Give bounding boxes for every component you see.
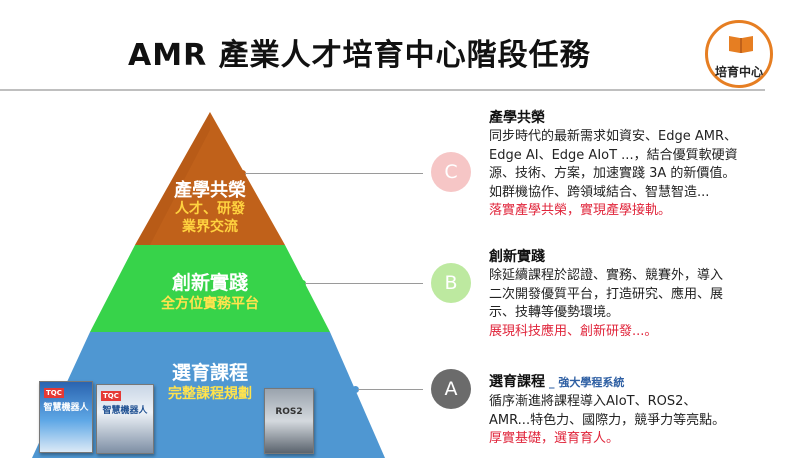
book-icon	[729, 36, 753, 53]
section-b: 創新實踐 除延續課程於認證、實務、競賽外，導入 二次開發優質平台，打造研究、應用…	[489, 247, 789, 341]
page-title: AMR 產業人才培育中心階段任務	[128, 38, 591, 73]
section-a-subtag: _ 強大學程系統	[549, 376, 625, 389]
section-c-line: 同步時代的最新需求如資安、Edge AMR、	[489, 129, 737, 144]
book-title: ROS2	[275, 407, 303, 417]
section-a-title-row: 選育課程 _ 強大學程系統	[489, 372, 789, 393]
textbook-cover: TQC 智慧機器人	[96, 384, 154, 454]
connector-dot-c	[239, 170, 246, 177]
marker-c: C	[431, 152, 471, 192]
book-title: 智慧機器人	[43, 403, 89, 413]
tier-b-title: 創新實踐	[171, 272, 248, 294]
badge-label: 培育中心	[714, 65, 763, 79]
tier-c-subtitle-1: 人才、研發	[175, 201, 245, 217]
tier-b-subtitle: 全方位實務平台	[161, 296, 259, 312]
tier-a-subtitle: 完整課程規劃	[168, 386, 252, 402]
title-divider-left	[0, 89, 40, 91]
section-c-line: 如群機協作、跨領域結合、智慧智造...	[489, 184, 710, 200]
title-bar: AMR 產業人才培育中心階段任務	[0, 0, 805, 92]
title-divider	[40, 89, 765, 91]
section-b-line: 二次開發優質平台，打造研究、應用、展	[489, 286, 724, 302]
book-title: 智慧機器人	[102, 406, 148, 416]
section-b-line: 除延續課程於認證、實務、競賽外，導入	[489, 268, 724, 283]
pyramid-tier-c	[135, 112, 285, 245]
section-b-line: 示、技轉等優勢環境。	[489, 305, 620, 320]
tier-c-title: 產學共榮	[174, 180, 246, 201]
marker-b: B	[431, 263, 471, 303]
section-a-line: 循序漸進將課程導入AIoT、ROS2、	[489, 394, 697, 409]
section-c-title: 產學共榮	[489, 110, 545, 126]
pyramid-tier-b	[90, 245, 330, 332]
connector-dot-a	[352, 386, 359, 393]
section-c: 產學共榮 同步時代的最新需求如資安、Edge AMR、 Edge AI、Edge…	[489, 108, 789, 221]
connector-line-c	[245, 173, 423, 174]
textbook-cover: ROS2	[264, 388, 314, 454]
section-c-accent: 落實產學共榮，實現產學接軌。	[489, 203, 672, 218]
section-a-line: AMR...特色力、國際力，競爭力等亮點。	[489, 412, 726, 428]
section-c-line: Edge AI、Edge AIoT ...，結合優質軟硬資	[489, 147, 738, 163]
section-b-title: 創新實踐	[489, 249, 545, 265]
tier-c-subtitle-2: 業界交流	[182, 219, 238, 235]
section-a-accent: 厚實基礎，選育育人。	[489, 431, 620, 446]
center-badge: 培育中心	[705, 20, 773, 88]
connector-dot-b	[299, 280, 306, 287]
book-tag: TQC	[101, 391, 121, 401]
marker-a: A	[431, 369, 471, 409]
section-a: 選育課程 _ 強大學程系統 循序漸進將課程導入AIoT、ROS2、 AMR...特…	[489, 372, 789, 449]
section-c-line: 源、技術、方案，加速實踐 3A 的新價值。	[489, 166, 736, 181]
tier-a-title: 選育課程	[171, 362, 248, 384]
connector-line-b	[305, 283, 423, 284]
book-tag: TQC	[44, 388, 64, 398]
textbook-cover: TQC 智慧機器人	[39, 381, 93, 453]
connector-line-a	[358, 389, 423, 390]
section-a-title: 選育課程	[489, 374, 545, 390]
section-b-accent: 展現科技應用、創新研發...。	[489, 323, 658, 339]
